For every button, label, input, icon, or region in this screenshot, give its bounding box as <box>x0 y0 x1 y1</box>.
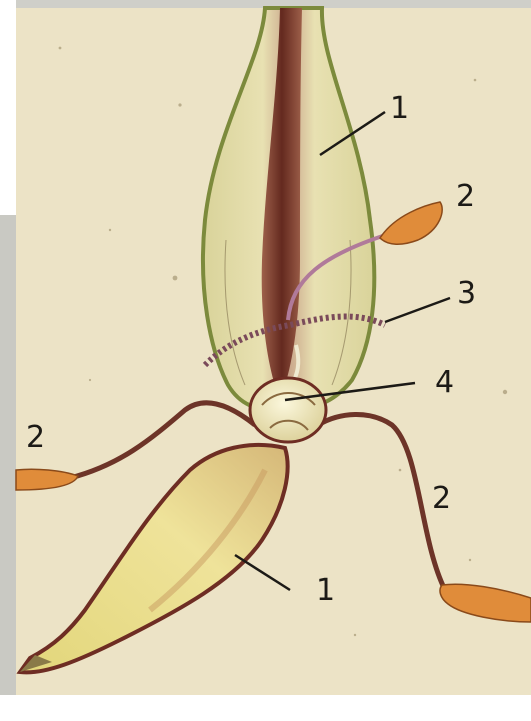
grey-margin-topleft <box>0 0 16 215</box>
label-upper-right-stamen: 2 <box>456 179 475 214</box>
label-bottom-petal: 1 <box>316 573 335 608</box>
label-staminode-ring: 3 <box>457 276 476 311</box>
grey-margin-left <box>0 215 16 695</box>
label-lower-right-stamen: 2 <box>432 481 451 516</box>
label-left-stamen: 2 <box>26 420 45 455</box>
label-ovary: 4 <box>435 365 454 400</box>
label-top-petal: 1 <box>390 91 409 126</box>
bottom-white-strip <box>0 695 531 721</box>
